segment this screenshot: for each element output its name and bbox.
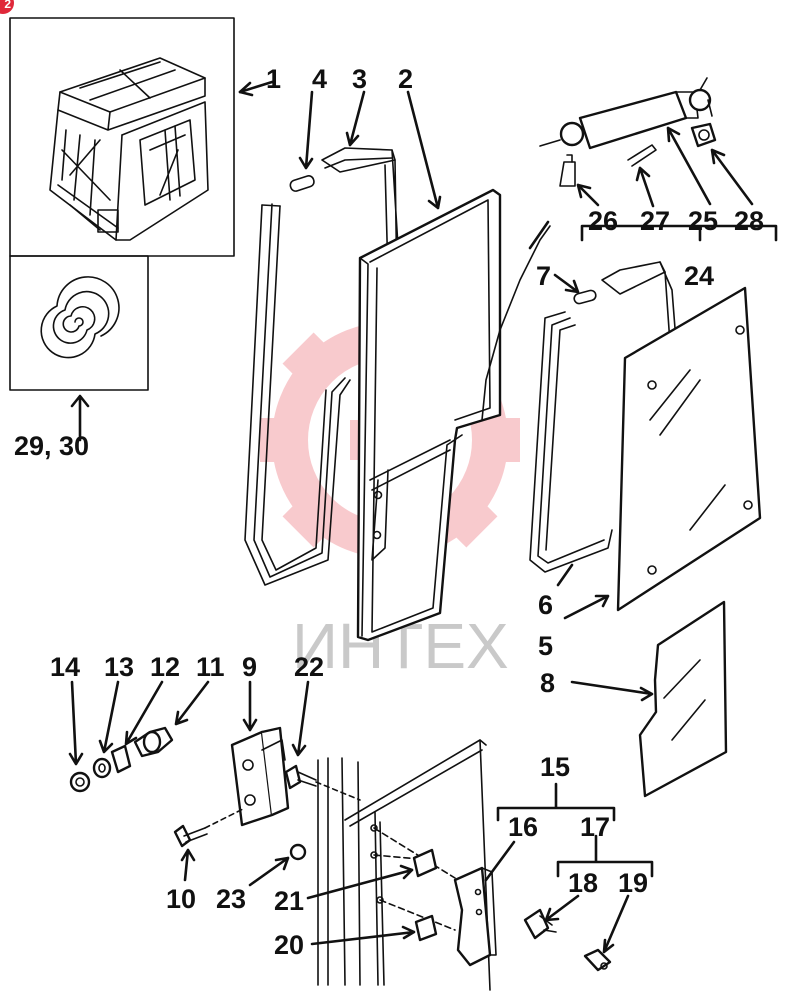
label-21: 21 [274,886,304,916]
label-23: 23 [216,884,246,914]
leader-29-30 [70,394,90,442]
small-glass [638,600,728,798]
label-11: 11 [196,652,225,682]
label-15: 15 [540,752,570,782]
window-seal-right [529,261,691,573]
label-14: 14 [50,652,80,682]
label-25: 25 [688,206,718,236]
label-4: 4 [312,64,327,94]
label-19: 19 [618,868,648,898]
label-12: 12 [150,652,180,682]
gas-strut-assembly [539,77,717,187]
door-frame [356,188,551,642]
label-13: 13 [104,652,134,682]
label-27: 27 [640,206,670,236]
label-18: 18 [568,868,598,898]
label-10: 10 [166,884,196,914]
label-17: 17 [580,812,610,842]
door-lower-frame [317,739,612,991]
label-2: 2 [398,64,413,94]
label-28: 28 [734,206,764,236]
label-24: 24 [684,261,714,291]
label-6: 6 [538,590,553,620]
leader-1 [238,80,274,94]
label-5: 5 [538,631,553,661]
label-7: 7 [536,261,551,291]
door-glass [616,286,762,612]
label-29-30: 29, 30 [14,431,89,461]
label-1: 1 [266,64,281,94]
cab-assembly-panel [9,17,235,391]
label-8: 8 [540,668,555,698]
label-9: 9 [242,652,257,682]
label-3: 3 [352,64,367,94]
label-22: 22 [294,652,324,682]
label-16: 16 [508,812,538,842]
latch-hardware [69,726,361,861]
corner-badge: 2 [0,0,14,14]
label-20: 20 [274,930,304,960]
label-26: 26 [588,206,618,236]
callout-labels: 1 4 3 2 29, 30 26 27 25 28 24 7 6 5 8 14… [14,64,764,960]
